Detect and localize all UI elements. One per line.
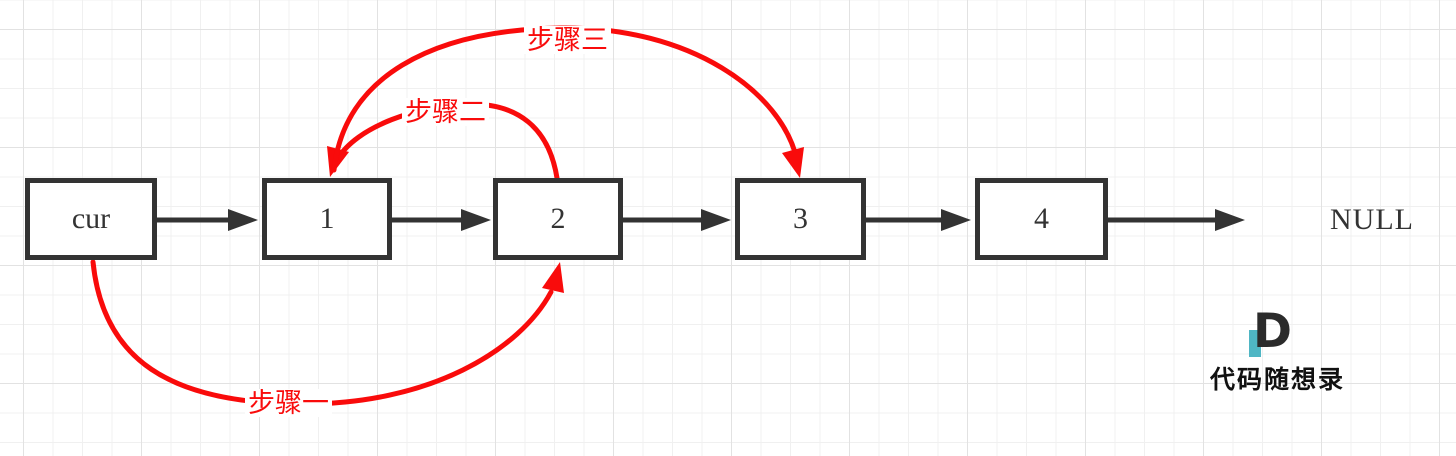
node-3: 3 bbox=[735, 178, 866, 260]
step1-label: 步骤一 bbox=[245, 389, 332, 417]
node-3-label: 3 bbox=[793, 202, 808, 235]
node-1-label: 1 bbox=[319, 202, 335, 235]
node-2-label: 2 bbox=[550, 202, 566, 235]
next-arrow-2-3 bbox=[623, 209, 731, 231]
step3-label: 步骤三 bbox=[524, 26, 611, 54]
next-arrow-cur-1 bbox=[157, 209, 258, 231]
node-cur-label: cur bbox=[71, 202, 111, 235]
brand-name: 代码随想录 bbox=[1210, 367, 1346, 394]
logo-teal-block bbox=[1249, 330, 1261, 357]
node-1: 1 bbox=[262, 178, 392, 260]
node-cur: cur bbox=[25, 178, 157, 260]
node-2: 2 bbox=[493, 178, 623, 260]
step1-arrow-cur-to-2 bbox=[90, 259, 564, 407]
next-arrow-4-null bbox=[1108, 209, 1245, 231]
null-terminator-label: NULL bbox=[1330, 203, 1414, 236]
next-arrow-1-2 bbox=[392, 209, 491, 231]
node-4-label: 4 bbox=[1034, 202, 1049, 235]
logo-d-icon: D bbox=[1253, 304, 1293, 359]
next-arrow-3-4 bbox=[866, 209, 971, 231]
step2-label: 步骤二 bbox=[402, 98, 489, 126]
node-4: 4 bbox=[975, 178, 1108, 260]
watermark-logo: D 代码随想录 bbox=[1208, 308, 1348, 398]
